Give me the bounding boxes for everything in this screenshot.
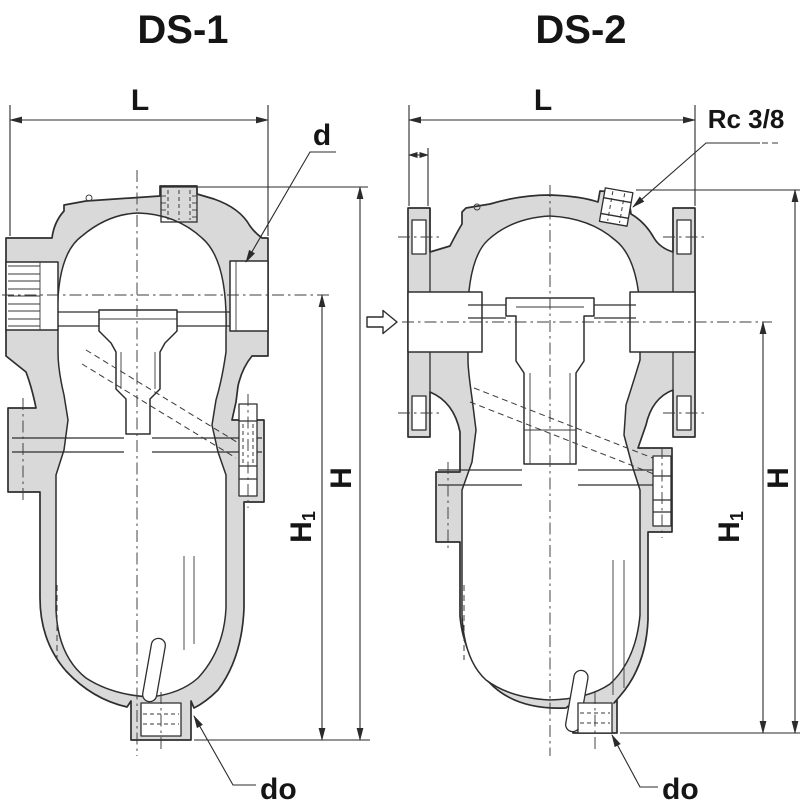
ds2-do-label: do [662, 773, 699, 800]
ds2-screen-axis-hidden [469, 387, 669, 479]
ds1-h-label: H [325, 467, 358, 489]
ds2-clamp-bolt [652, 447, 672, 538]
ds2-flange-bolt-holes [398, 219, 705, 431]
ds2-retainer-pin [565, 669, 589, 733]
ds2-vent-plug [598, 187, 634, 227]
ds2-h-label: H [762, 467, 795, 489]
ds1-do-label: do [260, 773, 297, 800]
ds1-d-leader [245, 151, 336, 263]
ds1-do-leader [193, 715, 256, 786]
ds2-strainer-detail-lines [516, 306, 584, 464]
flow-direction-arrow-icon [366, 309, 398, 335]
ds2-internal-drain-pipe [612, 560, 625, 695]
ds2-cover-pin [473, 203, 481, 211]
ds1-retainer-pin [142, 637, 166, 703]
ds2-flange-faces [429, 208, 674, 392]
ds1-cover-pin [85, 194, 93, 202]
ds1-top-plug [160, 186, 198, 223]
ds2-seat-partition [468, 304, 636, 319]
ds1-drain-plug [140, 692, 182, 752]
ds1-h1-label: H1 [285, 511, 319, 543]
ds2-assembly [398, 185, 772, 756]
ds2-l-label: L [534, 84, 552, 117]
ds2-do-leader [611, 734, 658, 788]
ds2-rc-label: Rc 3/8 [708, 104, 785, 134]
ds1-body-interior [55, 212, 227, 698]
ds1-model-title: DS-1 [137, 8, 228, 52]
ds1-l-label: L [131, 84, 149, 117]
ds1-internal-drain-pipe [183, 556, 195, 650]
ds2-outlet-bore [629, 291, 696, 353]
ds1-strainer-funnel [98, 309, 178, 435]
ds1-seat-partition [58, 311, 230, 327]
ds1-screen-axis-hidden [81, 349, 241, 459]
ds2-model-title: DS-2 [535, 8, 626, 52]
ds1-clamp-bolt [238, 394, 258, 508]
ds2-dimensions: L H H1 Rc 3/8 do [366, 84, 800, 800]
ds2-rc-leader [632, 142, 760, 208]
ds1-inlet-thread-lines [8, 262, 41, 330]
ds1-assembly [2, 170, 332, 756]
ds2-h1-label: H1 [713, 511, 747, 543]
ds1-strainer-detail-lines [99, 318, 177, 389]
ds1-d-label: d [313, 119, 331, 152]
ds2-drain-plug [577, 692, 613, 752]
ds1-dimensions: L H H1 d do [9, 84, 370, 800]
